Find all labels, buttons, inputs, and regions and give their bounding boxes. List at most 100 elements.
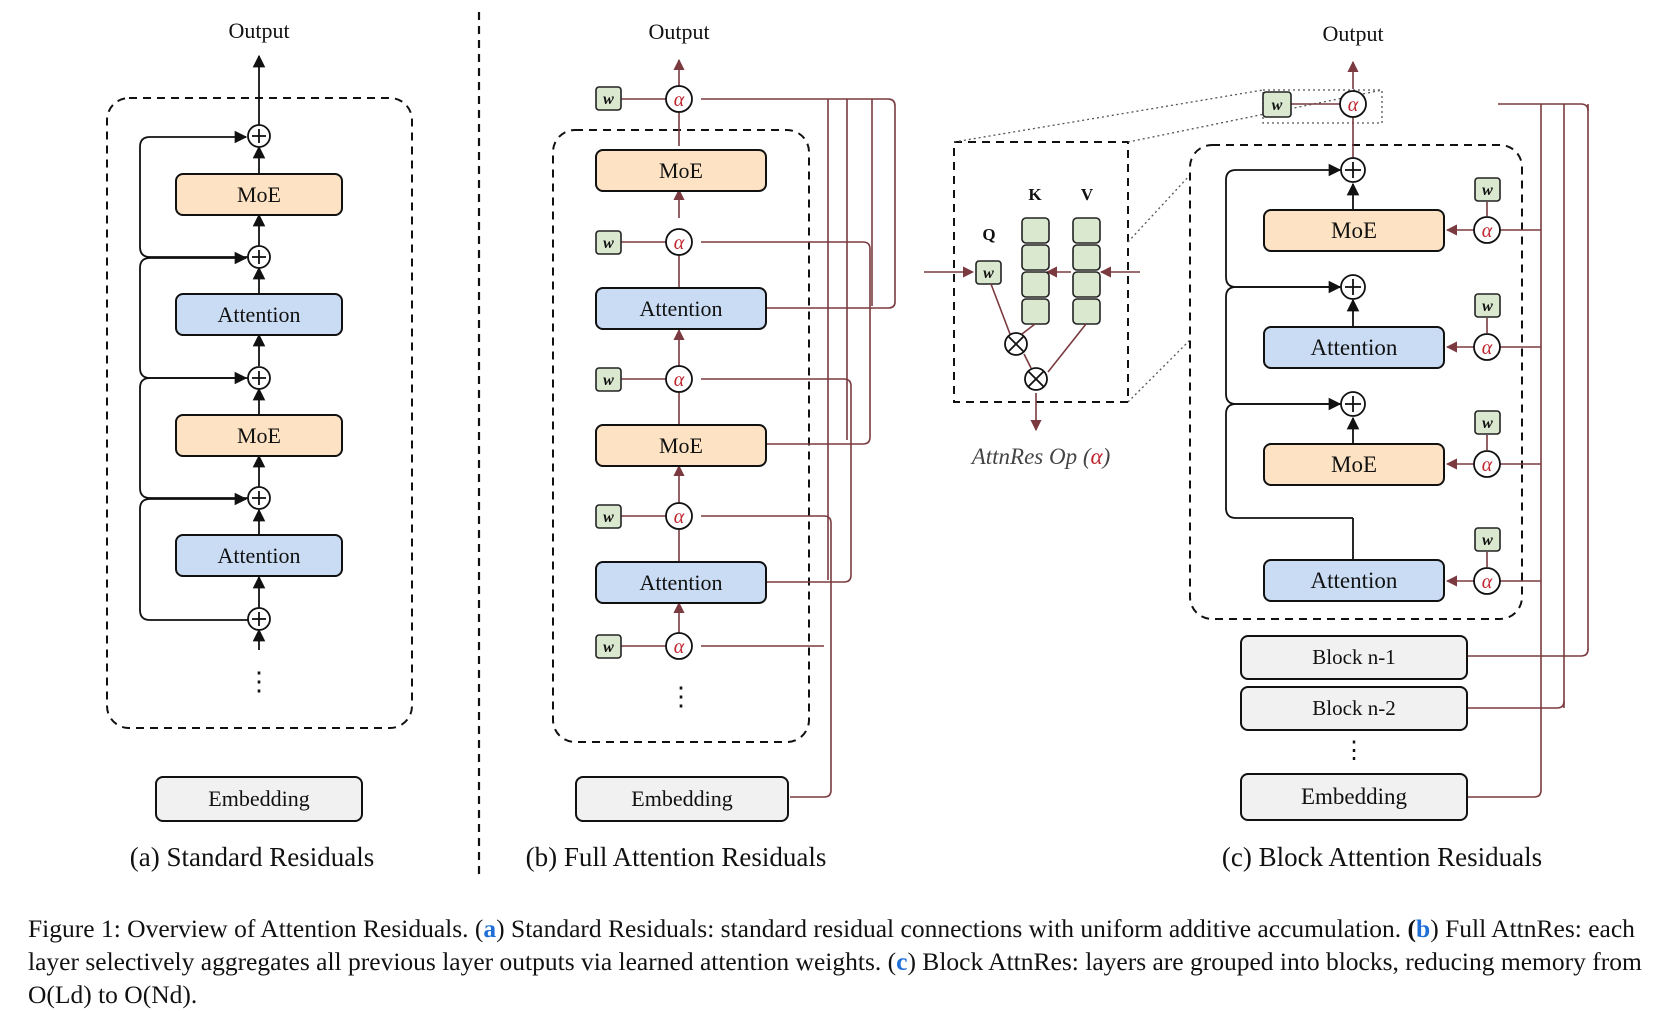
caption-label-b: b [1416,914,1431,943]
panel-c-weight-w: w [1474,410,1501,435]
query-label: Q [982,225,995,244]
panel-c-moe-box [1263,443,1445,486]
panel-b-title: (b) Full Attention Residuals [526,842,827,872]
panel-b-alpha-node: α [665,228,693,256]
panel-b-moe-label: MoE [659,158,703,183]
panel-b-moe-label: MoE [659,433,703,458]
panel-c-add-node [1340,157,1366,183]
panel-c-title: (c) Block Attention Residuals [1222,842,1542,872]
panel-b-weight-w: w [595,634,622,659]
svg-text:w: w [1482,415,1493,432]
panel-c-attention-label: Attention [1311,568,1398,593]
panel-c-embedding-box [1240,773,1468,821]
panel-b-output-label: Output [648,19,709,44]
multiply-node [1004,332,1028,356]
panel-c-embedding-label: Embedding [1301,784,1408,809]
panel-b-weight-w: w [595,86,622,111]
attnres-op-box [953,141,1129,403]
panel-c-output-weight-w: w [1262,91,1292,118]
svg-text:α: α [674,89,685,111]
panel-a-embedding-label: Embedding [208,786,309,811]
panel-b-attention-label: Attention [639,570,722,595]
panel-c-block-attention-residuals: Output [1189,21,1589,872]
svg-text:w: w [603,235,614,252]
panel-c-attention-box [1263,559,1445,602]
svg-text:α: α [1482,220,1493,242]
svg-text:α: α [1348,94,1359,116]
svg-text:w: w [1482,298,1493,315]
panel-b-moe-box [595,149,767,192]
attnres-op-inset: Q K V w AttnRes Op (α) [924,89,1383,469]
svg-text:α: α [674,232,685,254]
svg-text:α: α [674,506,685,528]
panel-c-output-alpha-node: α [1339,90,1367,118]
panel-a-attention-box [175,534,343,577]
panel-c-attention-label: Attention [1311,335,1398,360]
svg-text:w: w [603,509,614,526]
svg-text:α: α [1482,571,1493,593]
panel-a-add-node [247,366,271,390]
panel-b-full-attention-residuals: Output w w w w w α [526,19,896,872]
block-n-minus-2-label: Block n-2 [1312,696,1395,720]
panel-a-attention-label: Attention [217,543,300,568]
panel-b-attention-label: Attention [639,296,722,321]
caption-prefix: Figure 1: Overview of Attention Residual… [28,914,484,943]
svg-text:w: w [1482,532,1493,549]
panel-a-output-label: Output [228,18,289,43]
panel-a-moe-box [175,414,343,457]
panel-c-ellipsis: ⋮ [1342,738,1366,764]
panel-c-layer-block [1189,144,1523,620]
panel-b-moe-box [595,424,767,467]
panel-b-attention-box [595,561,767,604]
panel-b-ellipsis: ⋮ [668,682,694,711]
panel-b-alpha-node: α [665,632,693,660]
caption-text-a: ) Standard Residuals: standard residual … [496,914,1402,943]
panel-a-add-node [247,124,271,148]
block-n-minus-2-box [1240,686,1468,731]
panel-c-attention-box [1263,326,1445,369]
panel-c-alpha-node: α [1473,216,1501,244]
panel-b-layer-block [552,129,810,743]
svg-text:w: w [1272,97,1283,114]
panel-c-weight-w: w [1474,293,1501,318]
caption-text-c: ) Block AttnRes: layers are grouped into… [28,947,1642,1009]
panel-b-embedding-label: Embedding [631,786,732,811]
panel-a-add-node [247,607,271,631]
panel-b-alpha-node: α [665,502,693,530]
figure-caption: Figure 1: Overview of Attention Residual… [28,912,1658,1011]
panel-c-moe-box [1263,209,1445,252]
attnres-op-label: AttnRes Op (α) [970,444,1111,469]
caption-text-b: ) Full AttnRes: each layer selectively a… [28,914,1635,976]
panel-a-add-node [247,245,271,269]
panel-a-ellipsis: ⋮ [246,667,272,696]
svg-text:w: w [983,265,994,282]
panel-a-embedding-box [155,776,363,822]
panel-b-weight-w: w [595,367,622,392]
panel-b-embedding-box [575,776,789,822]
panel-b-alpha-node: α [665,85,693,113]
value-label: V [1081,185,1094,204]
panel-a-moe-box [175,173,343,216]
caption-open-b: ( [1407,914,1417,943]
svg-text:w: w [603,372,614,389]
query-weight-w: w [975,260,1002,285]
svg-text:α: α [1482,454,1493,476]
svg-text:α: α [674,369,685,391]
panel-c-alpha-node: α [1473,567,1501,595]
panel-c-add-node [1340,391,1366,417]
panel-a-title: (a) Standard Residuals [130,842,374,872]
svg-text:w: w [603,91,614,108]
key-stack [1021,217,1050,325]
panel-a-add-node [247,486,271,510]
panel-a-moe-label: MoE [237,423,281,448]
panel-c-moe-label: MoE [1331,218,1377,243]
caption-label-a: a [483,914,497,943]
panel-a-attention-label: Attention [217,302,300,327]
svg-text:w: w [603,639,614,656]
panel-c-weight-w: w [1474,527,1501,552]
panel-a-moe-label: MoE [237,182,281,207]
panel-c-output-label: Output [1322,21,1383,46]
svg-text:α: α [674,636,685,658]
panel-a-standard-residuals: Output MoE Attention MoE Attention [106,18,413,872]
caption-label-c: c [896,947,908,976]
